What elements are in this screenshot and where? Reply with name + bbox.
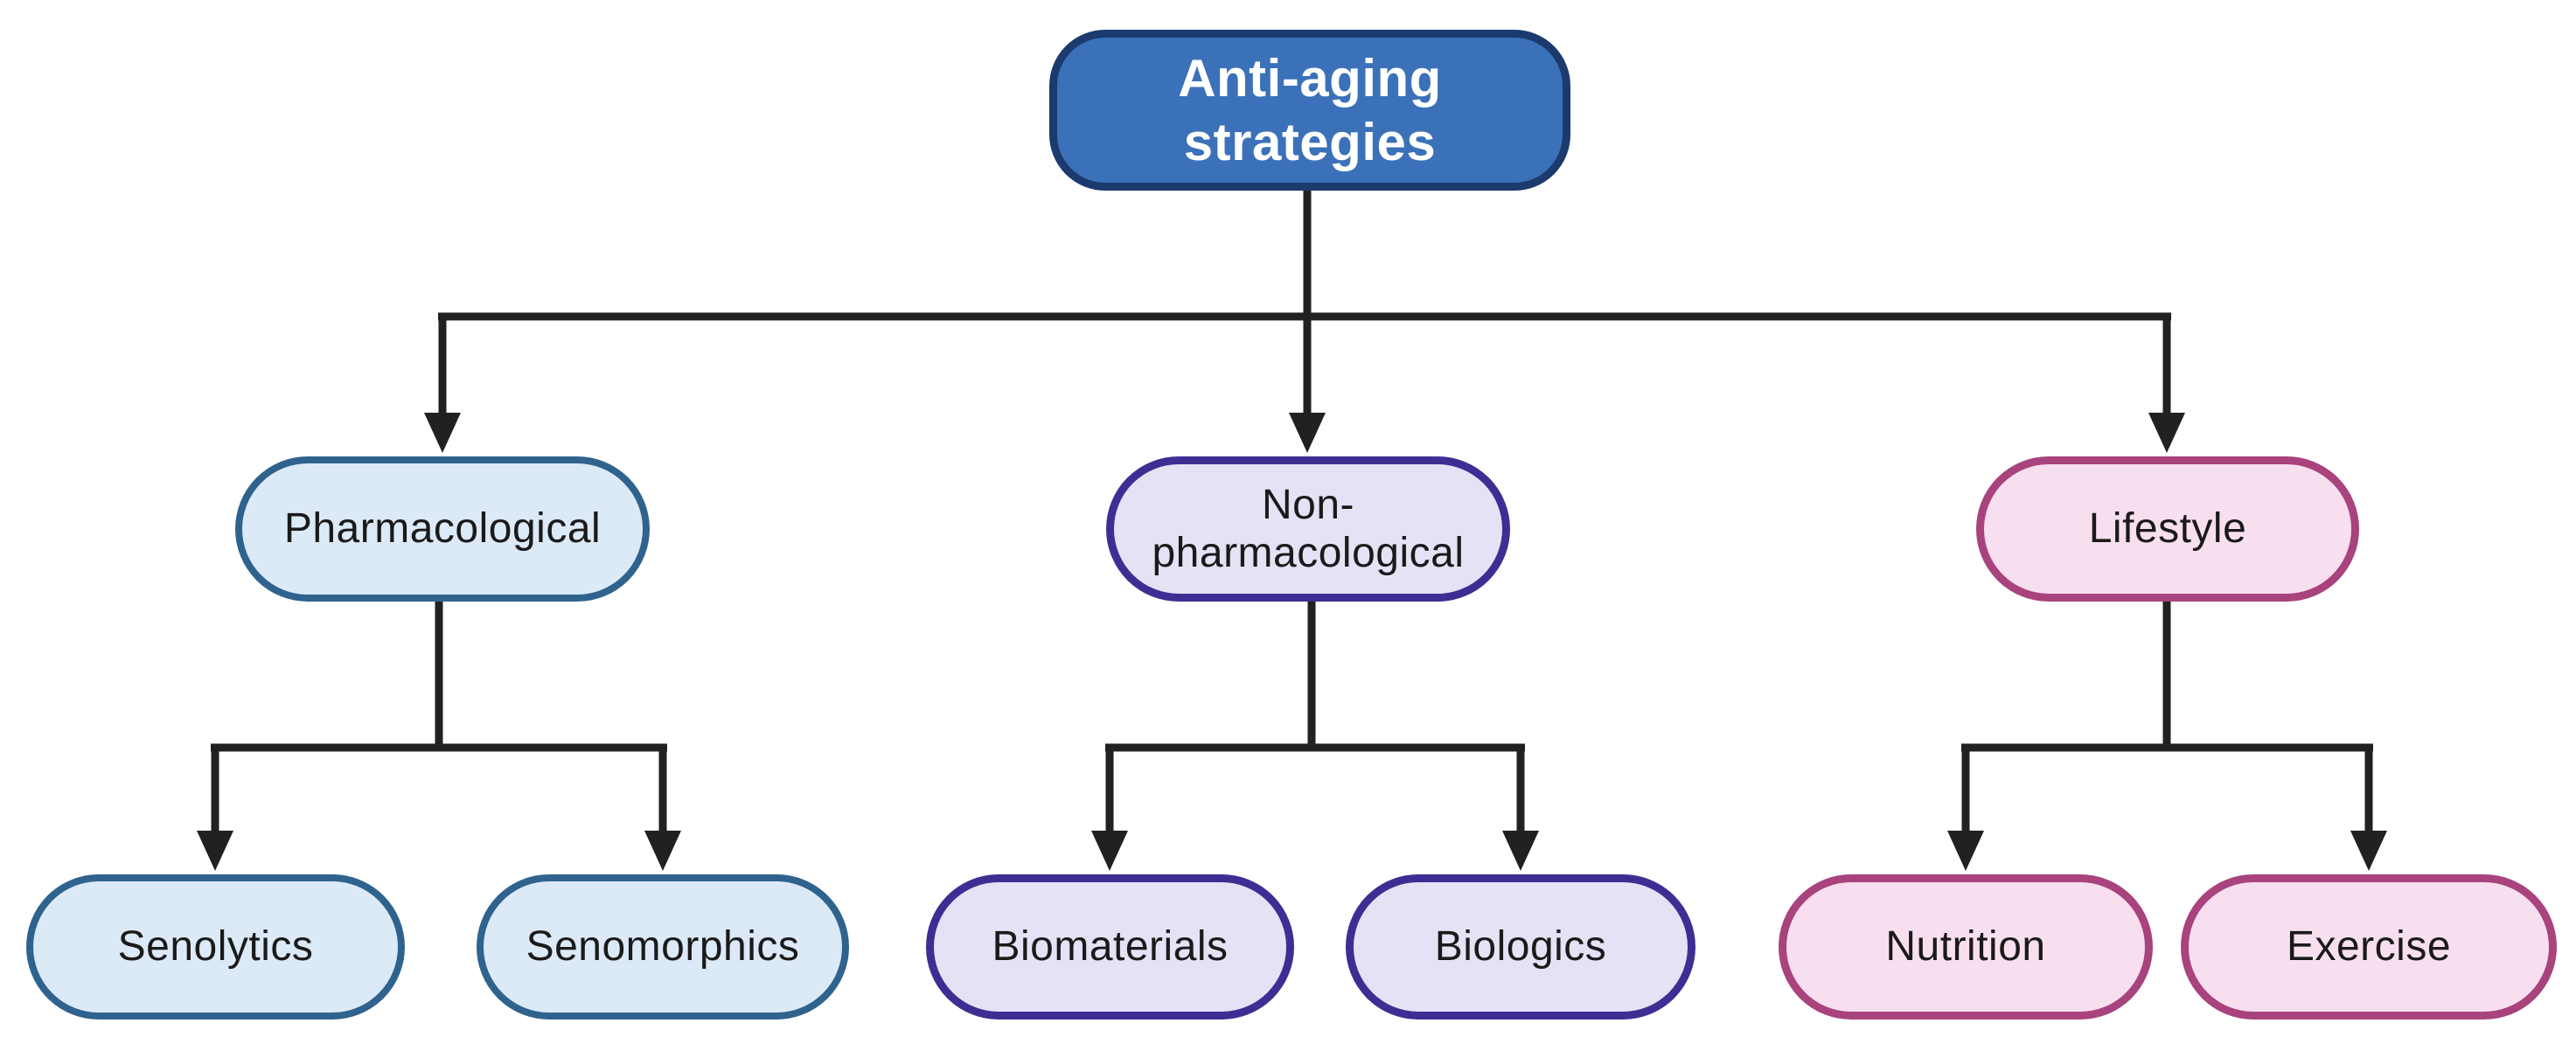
- node-nutrition: Nutrition: [1779, 874, 2153, 1020]
- node-anti-aging-strategies-label: Anti-aging strategies: [1178, 48, 1442, 171]
- arrowhead-lifestyle: [2148, 413, 2185, 453]
- arrowhead-exercise: [2350, 831, 2387, 871]
- node-senomorphics: Senomorphics: [477, 874, 849, 1020]
- node-pharmacological-label: Pharmacological: [283, 505, 602, 553]
- node-senomorphics-label: Senomorphics: [526, 923, 800, 971]
- arrowhead-non-pharmacological: [1289, 413, 1326, 453]
- node-non-pharmacological: Non-pharmacological: [1106, 456, 1510, 602]
- node-exercise-label: Exercise: [2286, 923, 2452, 971]
- node-exercise: Exercise: [2181, 874, 2557, 1020]
- node-lifestyle: Lifestyle: [1976, 456, 2359, 602]
- node-biomaterials-label: Biomaterials: [992, 923, 1229, 971]
- node-senolytics: Senolytics: [26, 874, 405, 1020]
- node-biomaterials: Biomaterials: [926, 874, 1294, 1020]
- arrowhead-senomorphics: [644, 831, 681, 871]
- node-biologics-label: Biologics: [1434, 923, 1607, 971]
- node-nutrition-label: Nutrition: [1885, 923, 2046, 971]
- node-pharmacological: Pharmacological: [235, 456, 650, 602]
- arrowhead-biologics: [1502, 831, 1539, 871]
- node-senolytics-label: Senolytics: [117, 923, 314, 971]
- node-non-pharmacological-label: Non-pharmacological: [1152, 481, 1465, 576]
- node-anti-aging-strategies: Anti-aging strategies: [1049, 30, 1570, 191]
- node-biologics: Biologics: [1346, 874, 1695, 1020]
- arrowhead-pharmacological: [424, 413, 461, 453]
- node-lifestyle-label: Lifestyle: [2088, 505, 2247, 553]
- arrowhead-biomaterials: [1091, 831, 1128, 871]
- arrowhead-nutrition: [1947, 831, 1984, 871]
- arrowhead-senolytics: [197, 831, 233, 871]
